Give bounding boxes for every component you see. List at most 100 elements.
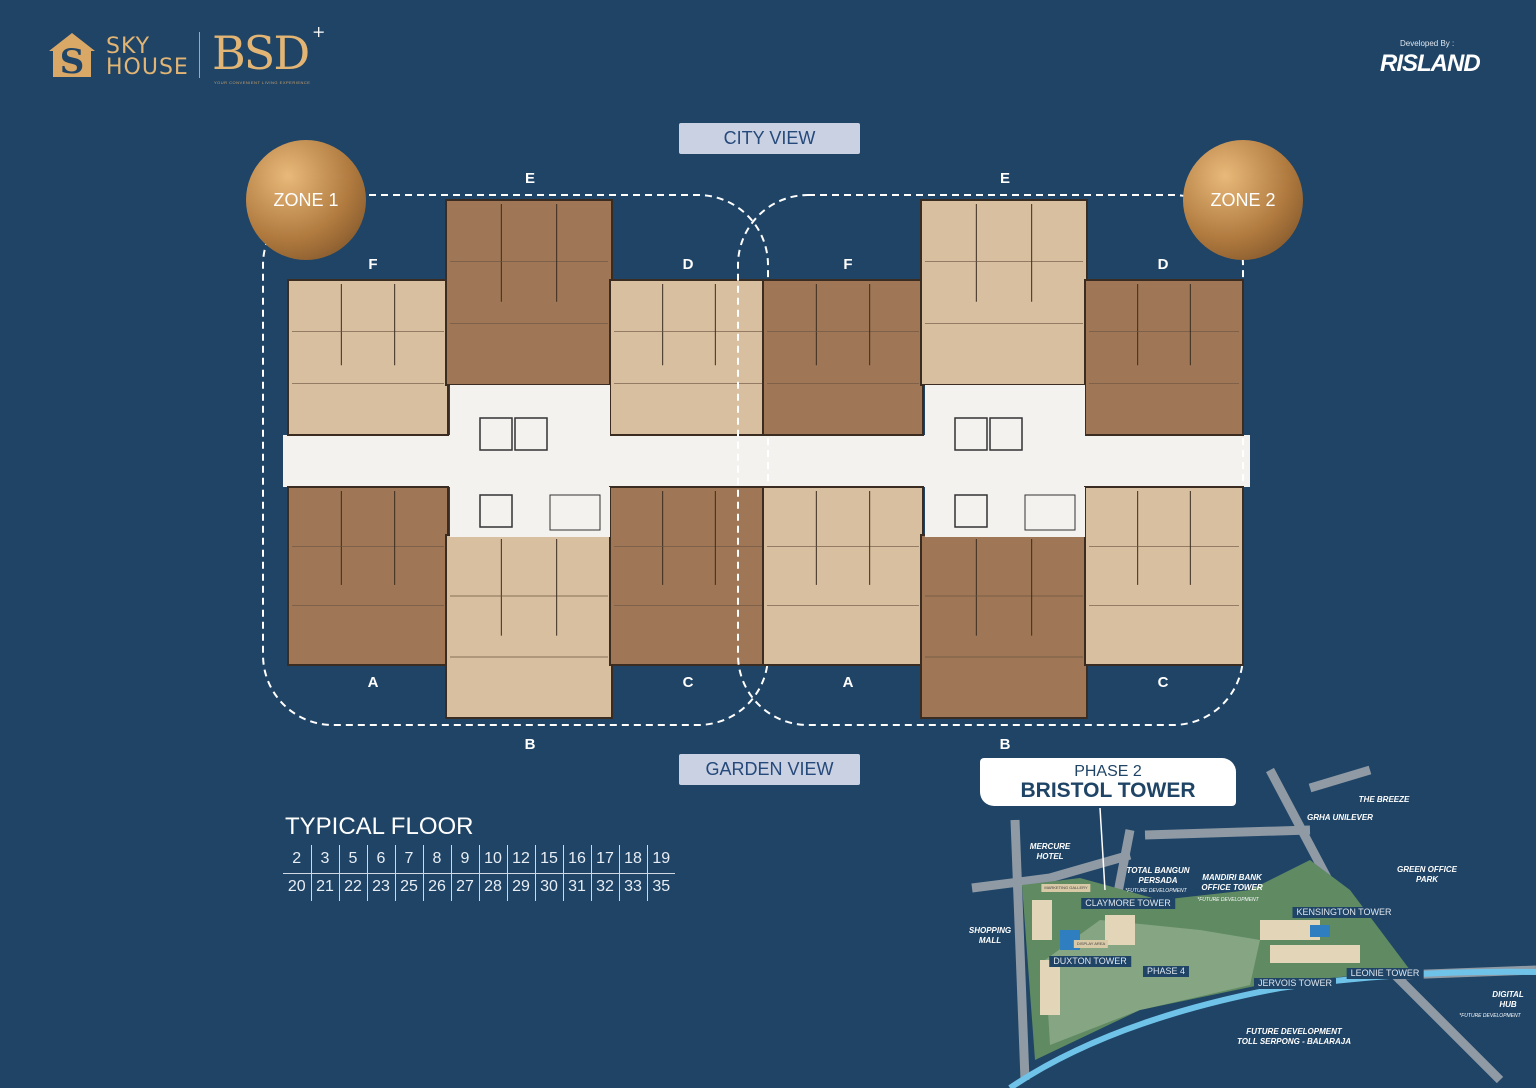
map-label-toll: FUTURE DEVELOPMENT TOLL SERPONG - BALARA…	[1237, 1027, 1351, 1046]
floor-number: 3	[310, 845, 339, 874]
logo-plus: +	[312, 22, 325, 41]
map-label-marketing: MARKETING GALLERY	[1041, 884, 1091, 892]
core	[450, 385, 610, 437]
map-tower-leonie: LEONIE TOWER	[1346, 968, 1424, 979]
elevator	[989, 417, 1023, 451]
unit-label: B	[524, 736, 536, 753]
developed-by-label: Developed By :	[1400, 39, 1455, 48]
floor-number: 22	[338, 873, 367, 901]
road	[1010, 819, 1030, 1081]
unit-C	[1084, 486, 1244, 666]
floor-number: 20	[287, 878, 306, 896]
risland-logo: RISLAND	[1380, 50, 1481, 77]
map-label-mandiri: MANDIRI BANK OFFICE TOWER	[1201, 873, 1263, 892]
floor-number: 33	[618, 873, 647, 901]
map-label-total: TOTAL BANGUN PERSADA	[1126, 866, 1190, 885]
floor-number: 23	[366, 873, 395, 901]
logo-sky-text: SKY	[106, 34, 151, 59]
unit-label: A	[367, 674, 379, 691]
unit-B	[445, 534, 613, 719]
unit-C	[609, 486, 769, 666]
logo-house-text: HOUSE	[106, 55, 189, 80]
map-label-mercure: MERCURE HOTEL	[1029, 842, 1071, 861]
garden-view-label: GARDEN VIEW	[679, 754, 860, 785]
map-label-display: DISPLAY AREA	[1073, 940, 1109, 948]
map-label-green: GREEN OFFICE PARK	[1396, 865, 1458, 884]
unit-B	[920, 534, 1088, 719]
map-label-digital: DIGITAL HUB	[1492, 990, 1524, 1009]
floor-number: 32	[590, 873, 619, 901]
tower-name: BRISTOL TOWER	[1020, 779, 1196, 802]
staircase	[1024, 494, 1076, 531]
floor-number: 10	[478, 845, 507, 874]
floor-number: 12	[506, 845, 535, 874]
elevator	[954, 417, 988, 451]
floor-number: 5	[338, 845, 367, 874]
floor-number: 25	[394, 873, 423, 901]
map-label-mandiri_fd: *FUTURE DEVELOPMENT	[1197, 897, 1259, 903]
unit-A	[762, 486, 924, 666]
unit-E	[920, 199, 1088, 386]
elevator	[479, 494, 513, 528]
logo-tagline: YOUR CONVENIENT LIVING EXPERIENCE	[214, 80, 311, 85]
city-view-label: CITY VIEW	[679, 123, 860, 154]
floor-number: 15	[534, 845, 563, 874]
elevator	[954, 494, 988, 528]
unit-label: E	[999, 170, 1011, 187]
elevator	[479, 417, 513, 451]
unit-label: B	[999, 736, 1011, 753]
typical-floor-title: TYPICAL FLOOR	[285, 813, 474, 840]
map-label-breeze: THE BREEZE	[1358, 795, 1410, 804]
map-label-digital_fd: *FUTURE DEVELOPMENT	[1459, 1013, 1521, 1019]
floor-number: 35	[646, 873, 675, 901]
floor-number: 28	[478, 873, 507, 901]
unit-A	[287, 486, 449, 666]
map-label-grha: GRHA UNILEVER	[1307, 813, 1373, 822]
floor-number: 19	[646, 845, 675, 874]
zone-1-badge: ZONE 1	[246, 140, 366, 260]
unit-label: A	[842, 674, 854, 691]
floor-number: 29	[506, 873, 535, 901]
core	[925, 385, 1085, 437]
sky-house-logo-icon: S	[49, 33, 95, 79]
unit-label: D	[682, 256, 694, 273]
floor-number: 9	[450, 845, 479, 874]
unit-F	[762, 279, 924, 436]
unit-D	[1084, 279, 1244, 436]
map-label-total_fd: *FUTURE DEVELOPMENT	[1125, 888, 1187, 894]
map-tower-duxton: DUXTON TOWER	[1049, 956, 1131, 967]
floor-number: 18	[618, 845, 647, 874]
unit-label: E	[524, 170, 536, 187]
unit-E	[445, 199, 613, 386]
svg-text:S: S	[60, 42, 85, 79]
unit-label: D	[1157, 256, 1169, 273]
floor-number: 17	[590, 845, 619, 874]
zone-2-badge: ZONE 2	[1183, 140, 1303, 260]
unit-label: F	[368, 256, 378, 273]
zone-boundary	[262, 194, 769, 726]
map-tower-claymore: CLAYMORE TOWER	[1081, 898, 1175, 909]
phase-label: PHASE 2	[1074, 763, 1142, 780]
logo-divider	[199, 32, 200, 78]
map-tower-jervois: JERVOIS TOWER	[1253, 978, 1337, 989]
staircase	[549, 494, 601, 531]
floor-number: 16	[562, 845, 591, 874]
floor-number: 8	[422, 845, 451, 874]
map-tower-phase4: PHASE 4	[1142, 966, 1190, 977]
floor-number: 2	[283, 845, 311, 874]
floor-number: 7	[394, 845, 423, 874]
map-label-shopping: SHOPPING MALL	[968, 926, 1012, 945]
zone-boundary	[737, 194, 1244, 726]
floor-number: 21	[310, 873, 339, 901]
floor-number: 26	[422, 873, 451, 901]
map-tower-kensington: KENSINGTON TOWER	[1292, 907, 1396, 918]
unit-label: C	[1157, 674, 1169, 691]
floor-number: 30	[534, 873, 563, 901]
floor-number: 31	[562, 873, 591, 901]
unit-label: C	[682, 674, 694, 691]
